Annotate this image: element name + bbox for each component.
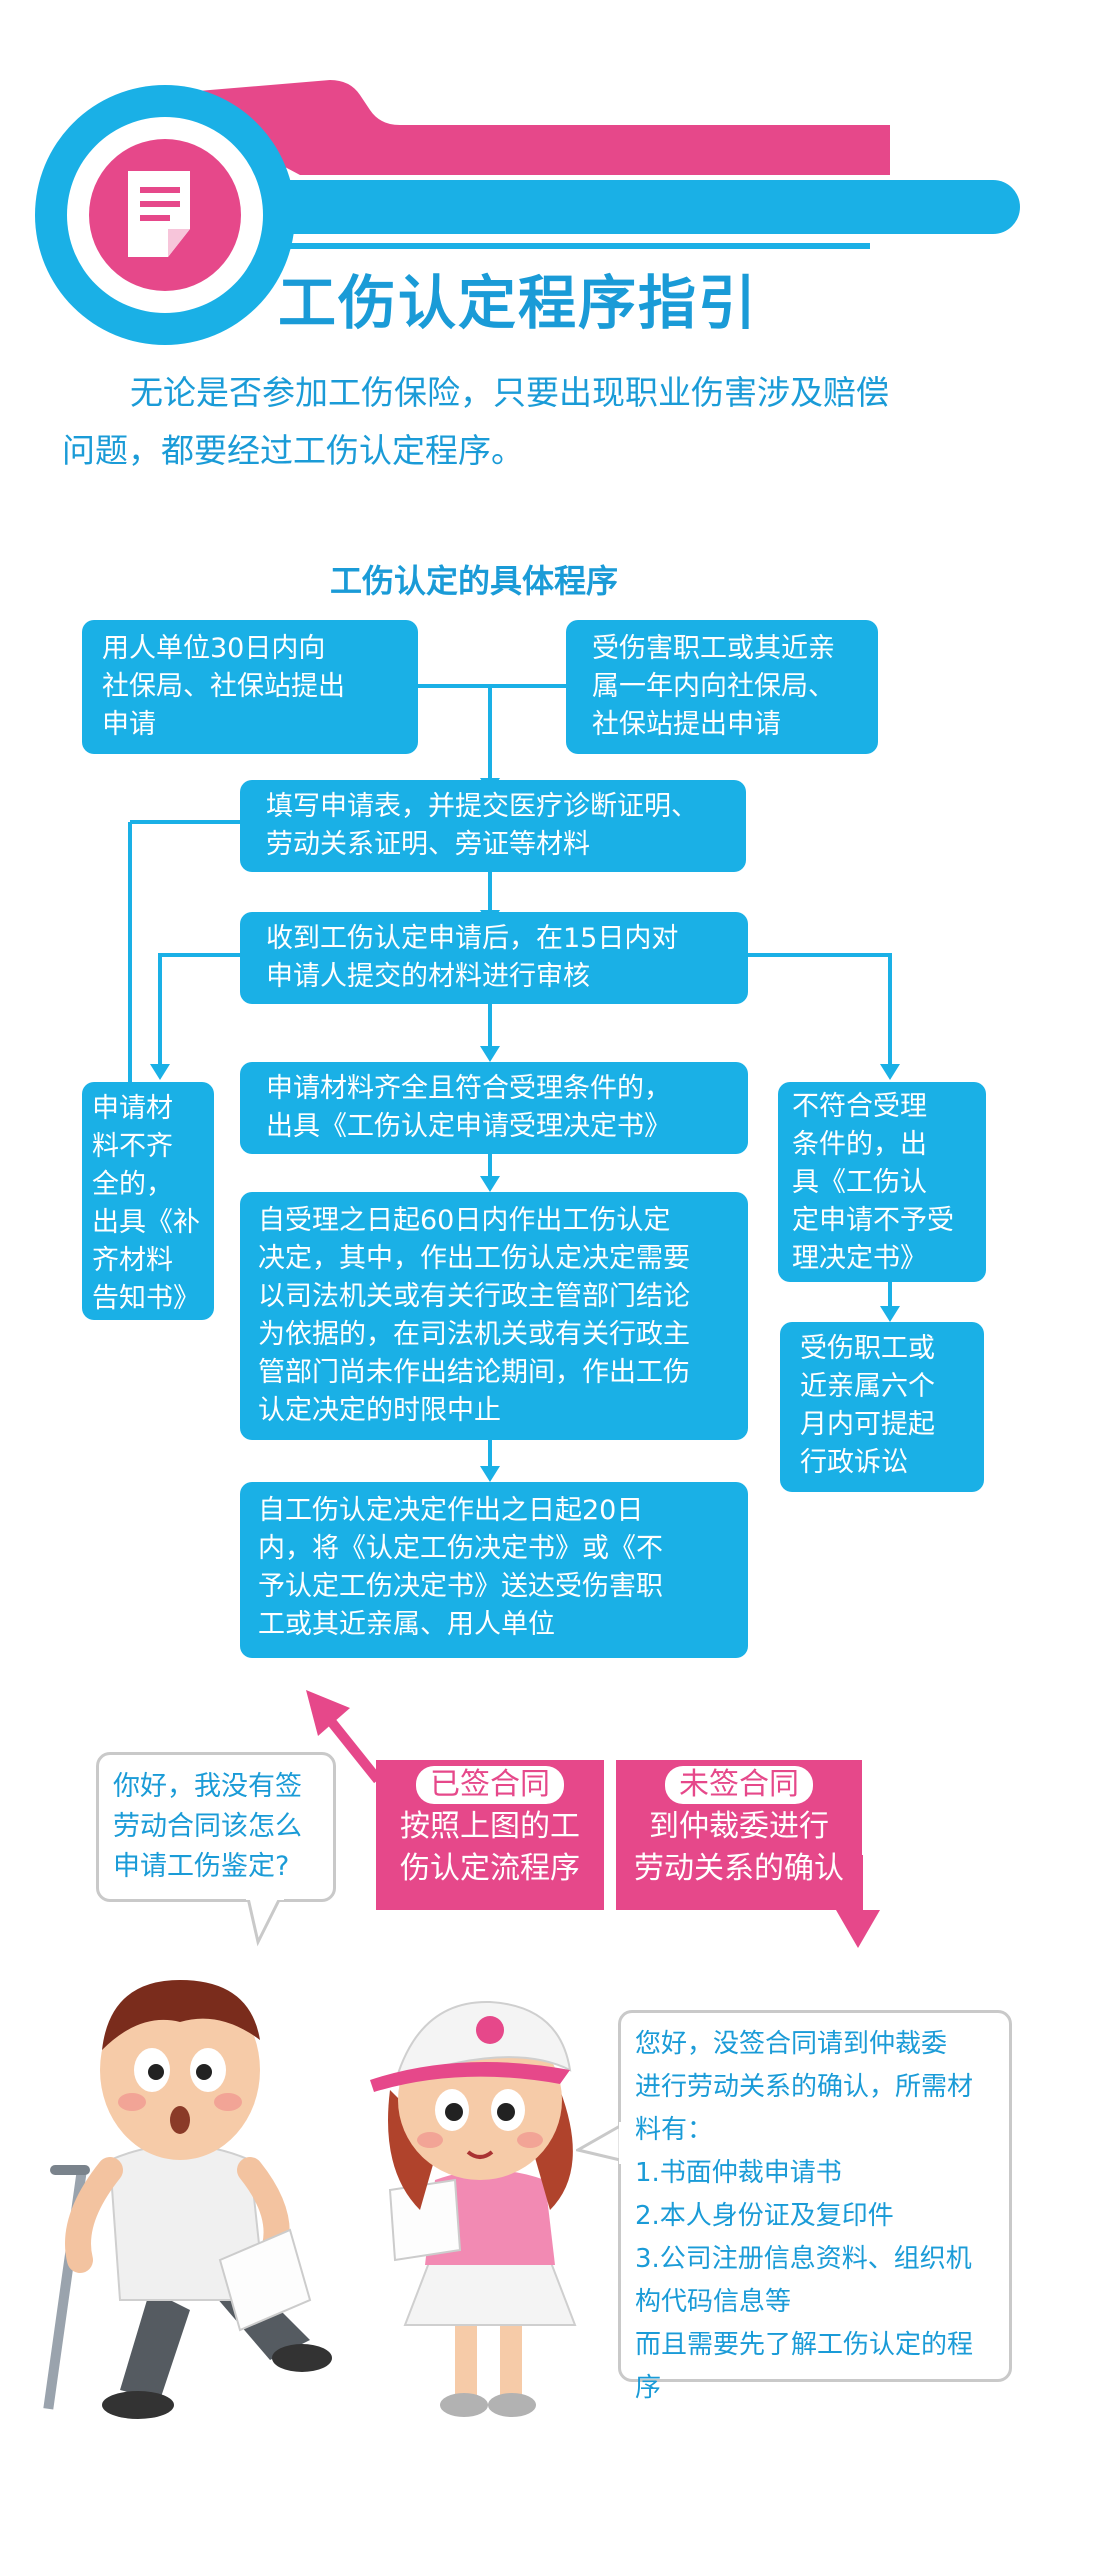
decision-line: 管部门尚未作出结论期间，作出工伤 (258, 1357, 690, 1388)
accepted-line: 出具《工伤认定申请受理决定书》 (266, 1111, 671, 1142)
worker-apply-line: 属一年内向社保局、 (592, 671, 835, 702)
litigation-line: 行政诉讼 (800, 1447, 908, 1478)
litigation-line: 月内可提起 (800, 1409, 935, 1440)
section-title: 工伤认定的具体程序 (330, 562, 619, 600)
delivery-line: 工或其近亲属、用人单位 (258, 1609, 555, 1640)
decision-line: 自受理之日起60日内作出工伤认定 (258, 1205, 671, 1236)
incomplete-line: 告知书》 (92, 1283, 200, 1314)
employer-apply-line: 申请 (102, 709, 156, 740)
question-line: 你好，我没有签 (113, 1771, 302, 1802)
worker-apply-line: 受伤害职工或其近亲 (592, 633, 835, 664)
incomplete-line: 出具《补 (92, 1207, 200, 1238)
question-bubble: 你好，我没有签 劳动合同该怎么 申请工伤鉴定? (96, 1752, 336, 1902)
worker-apply-line: 社保站提出申请 (592, 709, 781, 740)
answer-line: 2.本人身份证及复印件 (635, 2201, 894, 2231)
rejected-box: 不符合受理 条件的，出 具《工伤认 定申请不予受 理决定书》 (778, 1082, 986, 1282)
answer-line: 您好，没签合同请到仲裁委 (635, 2029, 948, 2059)
decision-line: 以司法机关或有关行政主管部门结论 (258, 1281, 690, 1312)
delivery-line: 内，将《认定工伤决定书》或《不 (258, 1533, 663, 1564)
question-line: 劳动合同该怎么 (113, 1811, 302, 1842)
litigation-line: 受伤职工或 (800, 1333, 935, 1364)
incomplete-line: 齐材料 (92, 1245, 173, 1276)
answer-line: 1.书面仲裁申请书 (635, 2158, 842, 2188)
review-box: 收到工伤认定申请后，在15日内对 申请人提交的材料进行审核 (240, 912, 748, 1004)
incomplete-line: 申请材 (92, 1093, 173, 1124)
question-line: 申请工伤鉴定? (113, 1851, 290, 1882)
delivery-box: 自工伤认定决定作出之日起20日 内，将《认定工伤决定书》或《不 予认定工伤决定书… (240, 1482, 748, 1658)
injured-worker-illustration (43, 1980, 332, 2419)
employer-apply-line: 社保局、社保站提出 (102, 671, 345, 702)
litigation-line: 近亲属六个 (800, 1371, 935, 1402)
worker-apply-box: 受伤害职工或其近亲 属一年内向社保局、 社保站提出申请 (566, 620, 878, 754)
unsigned-line: 到仲裁委进行 (649, 1809, 829, 1844)
incomplete-line: 全的， (92, 1169, 173, 1200)
intro-line-2: 问题，都要经过工伤认定程序。 (62, 431, 524, 470)
unsigned-line: 劳动关系的确认 (634, 1851, 844, 1886)
rejected-line: 不符合受理 (792, 1091, 927, 1122)
answer-line: 而且需要先了解工伤认定的程序 (635, 2330, 974, 2403)
rejected-line: 条件的，出 (792, 1129, 927, 1160)
fill-form-box: 填写申请表，并提交医疗诊断证明、 劳动关系证明、旁证等材料 (240, 780, 746, 872)
review-line: 收到工伤认定申请后，在15日内对 (266, 923, 679, 954)
delivery-line: 自工伤认定决定作出之日起20日 (258, 1495, 644, 1526)
incomplete-line: 料不齐 (92, 1131, 173, 1162)
fill-form-line: 劳动关系证明、旁证等材料 (266, 829, 590, 860)
unsigned-box: 未签合同 到仲裁委进行 劳动关系的确认 (616, 1760, 862, 1910)
delivery-line: 予认定工伤决定书》送达受伤害职 (258, 1571, 663, 1602)
answer-line: 构代码信息等 (635, 2287, 792, 2317)
fill-form-line: 填写申请表，并提交医疗诊断证明、 (266, 791, 698, 822)
flow-connectors (128, 684, 900, 1482)
decision-line: 认定决定的时限中止 (258, 1395, 501, 1426)
unsigned-tag: 未签合同 (665, 1766, 813, 1804)
employer-apply-box: 用人单位30日内向 社保局、社保站提出 申请 (82, 620, 418, 754)
rejected-line: 理决定书》 (792, 1243, 927, 1274)
signed-line: 按照上图的工 (400, 1809, 580, 1844)
page-title: 工伤认定程序指引 (278, 269, 759, 337)
incomplete-box: 申请材 料不齐 全的， 出具《补 齐材料 告知书》 (82, 1082, 214, 1320)
signed-tag: 已签合同 (416, 1766, 564, 1804)
employer-apply-line: 用人单位30日内向 (102, 633, 326, 664)
answer-line: 进行劳动关系的确认，所需材 (635, 2072, 974, 2102)
decision-box: 自受理之日起60日内作出工伤认定 决定，其中，作出工伤认定决定需要 以司法机关或… (240, 1192, 748, 1440)
rejected-line: 定申请不予受 (792, 1205, 954, 1236)
document-icon (128, 171, 190, 257)
question-bubble-tail (246, 1898, 284, 1947)
accepted-line: 申请材料齐全且符合受理条件的， (266, 1073, 671, 1104)
decision-line: 决定，其中，作出工伤认定决定需要 (258, 1243, 690, 1274)
staff-girl-illustration (370, 2000, 577, 2417)
review-line: 申请人提交的材料进行审核 (266, 961, 590, 992)
answer-line: 料有： (635, 2115, 714, 2145)
signed-line: 伤认定流程序 (400, 1851, 580, 1886)
answer-bubble: 您好，没签合同请到仲裁委 进行劳动关系的确认，所需材 料有： 1.书面仲裁申请书… (618, 2010, 1012, 2403)
answer-bubble-tail (576, 2122, 624, 2164)
accepted-box: 申请材料齐全且符合受理条件的， 出具《工伤认定申请受理决定书》 (240, 1062, 748, 1154)
rejected-line: 具《工伤认 (792, 1167, 927, 1198)
decision-line: 为依据的，在司法机关或有关行政主 (258, 1319, 690, 1350)
answer-line: 3.公司注册信息资料、组织机 (635, 2244, 972, 2274)
signed-box: 已签合同 按照上图的工 伤认定流程序 (376, 1760, 604, 1910)
litigation-box: 受伤职工或 近亲属六个 月内可提起 行政诉讼 (780, 1322, 984, 1492)
intro-line-1: 无论是否参加工伤保险，只要出现职业伤害涉及赔偿 (130, 373, 889, 412)
